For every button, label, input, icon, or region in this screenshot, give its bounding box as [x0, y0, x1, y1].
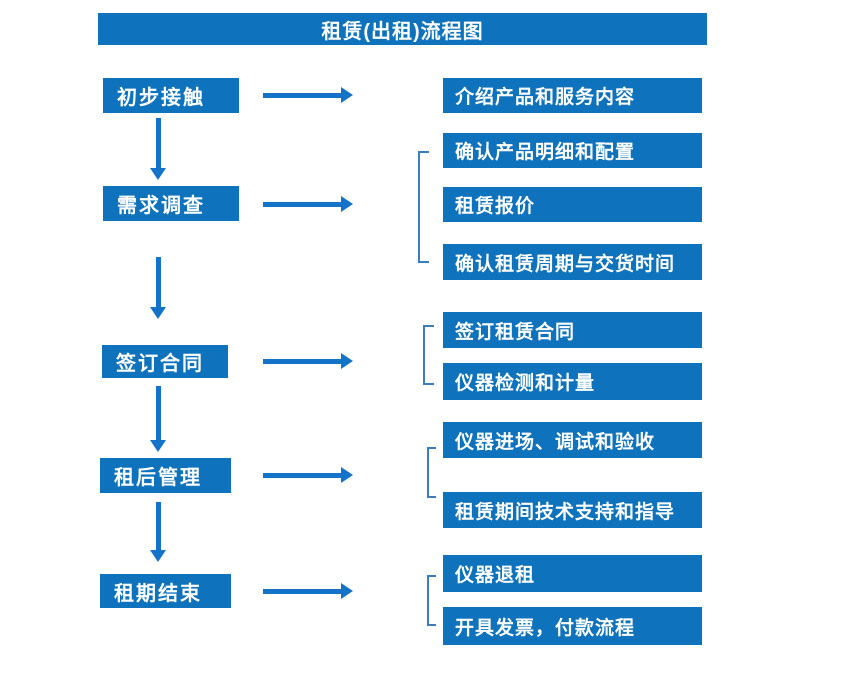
detail-box-instrument-setup-acceptance: 仪器进场、调试和验收 [443, 422, 702, 458]
detail-box-tech-support: 租赁期间技术支持和指导 [443, 492, 702, 528]
arrow-shaft [263, 472, 342, 478]
arrow-head-icon [341, 87, 353, 103]
arrow-down-connector-1 [150, 118, 166, 180]
arrow-head-icon [341, 583, 353, 599]
step-box-post-rental-management: 租后管理 [100, 458, 231, 493]
arrow-down-connector-2 [150, 257, 166, 319]
arrow-shaft [155, 386, 161, 441]
arrow-head-icon [150, 550, 166, 562]
arrow-head-icon [150, 307, 166, 319]
arrow-right-connector-3 [263, 353, 353, 369]
detail-box-instrument-return: 仪器退租 [443, 555, 702, 592]
step-box-initial-contact: 初步接触 [103, 78, 239, 113]
arrow-shaft [263, 358, 342, 364]
group-bracket-rental-end [427, 575, 436, 626]
detail-box-sign-rental-contract: 签订租赁合同 [443, 312, 702, 348]
detail-box-instrument-testing: 仪器检测和计量 [443, 363, 702, 400]
arrow-right-connector-5 [263, 583, 353, 599]
arrow-head-icon [150, 168, 166, 180]
arrow-down-connector-3 [150, 386, 166, 452]
arrow-head-icon [341, 467, 353, 483]
step-box-demand-survey: 需求调查 [103, 186, 239, 221]
arrow-head-icon [150, 440, 166, 452]
arrow-head-icon [341, 196, 353, 212]
arrow-right-connector-4 [263, 467, 353, 483]
page-title: 租赁(出租)流程图 [98, 13, 707, 45]
step-box-sign-contract: 签订合同 [102, 345, 228, 378]
arrow-shaft [263, 201, 342, 207]
group-bracket-post-rental [427, 447, 436, 498]
arrow-shaft [155, 502, 161, 551]
detail-box-confirm-period-delivery: 确认租赁周期与交货时间 [443, 244, 702, 280]
group-bracket-demand-survey [418, 151, 429, 263]
arrow-right-connector-1 [263, 87, 353, 103]
arrow-head-icon [341, 353, 353, 369]
group-bracket-sign-contract [423, 325, 434, 385]
detail-box-confirm-product-config: 确认产品明细和配置 [443, 133, 702, 168]
arrow-shaft [155, 257, 161, 308]
detail-box-rental-quote: 租赁报价 [443, 187, 702, 222]
step-box-rental-end: 租期结束 [100, 574, 231, 608]
arrow-right-connector-2 [263, 196, 353, 212]
arrow-shaft [155, 118, 161, 169]
arrow-shaft [263, 92, 342, 98]
arrow-down-connector-4 [150, 502, 166, 562]
detail-box-invoice-payment: 开具发票，付款流程 [443, 607, 702, 645]
detail-box-introduce-products: 介绍产品和服务内容 [443, 78, 702, 113]
arrow-shaft [263, 588, 342, 594]
